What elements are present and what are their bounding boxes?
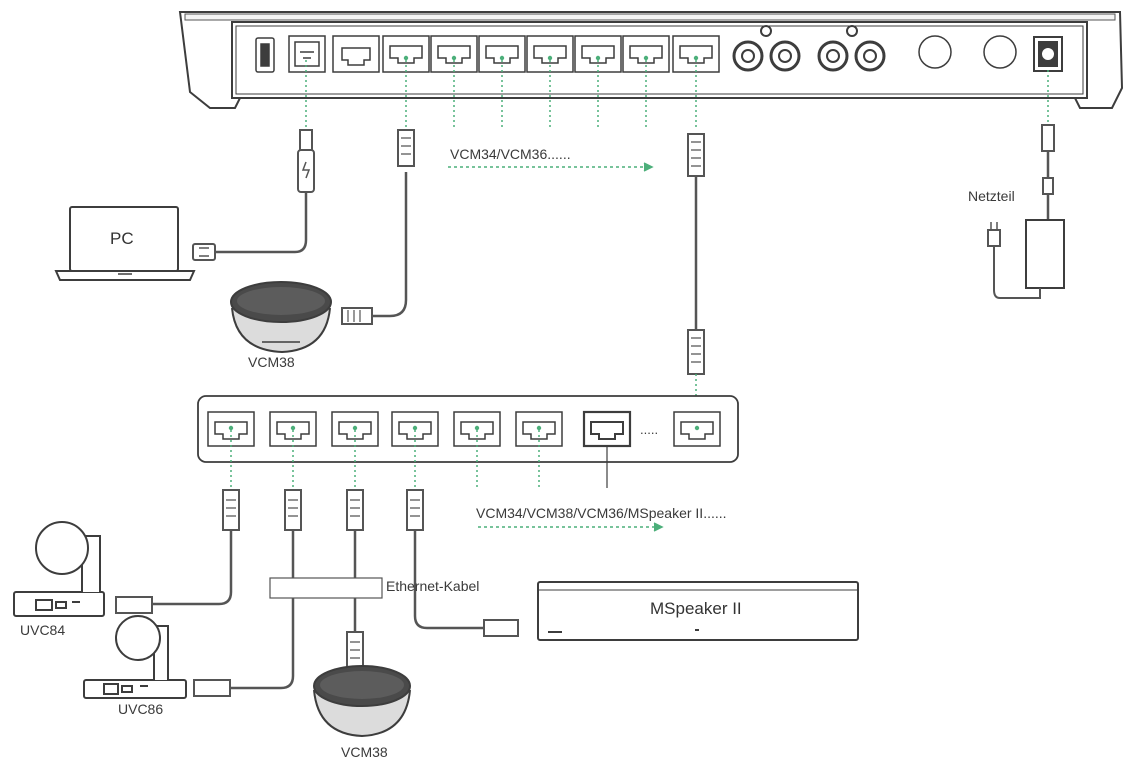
uvc86-cable bbox=[193, 530, 295, 697]
uvc86-label: UVC86 bbox=[118, 701, 164, 717]
lan-port bbox=[332, 35, 380, 73]
laptop bbox=[54, 206, 196, 281]
bottom-connectors bbox=[222, 489, 424, 531]
bottom-chain-arrow bbox=[478, 522, 664, 532]
ethernet-cable-label: Ethernet-Kabel bbox=[386, 578, 480, 594]
main-port-dots bbox=[403, 55, 699, 61]
uvc84-cable bbox=[115, 530, 233, 614]
main-unit bbox=[178, 11, 1124, 109]
uvc84-camera bbox=[13, 521, 105, 617]
mspeaker-device bbox=[537, 581, 859, 641]
hub-uplink-cable bbox=[687, 133, 705, 375]
vcm38-bottom-label: VCM38 bbox=[341, 744, 388, 760]
hub-port-stubs bbox=[230, 430, 540, 490]
vcm38-top-device bbox=[230, 281, 332, 354]
usb-b-port bbox=[288, 35, 326, 73]
bottom-connector-ribs bbox=[226, 499, 420, 517]
vcm38-top-label: VCM38 bbox=[248, 354, 295, 370]
bottom-chain-label: VCM34/VCM38/VCM36/MSpeaker II...... bbox=[476, 505, 727, 521]
hub-port-8 bbox=[673, 411, 721, 447]
top-chain-arrow bbox=[448, 162, 654, 172]
top-chain-label: VCM34/VCM36...... bbox=[450, 146, 571, 162]
audio-jacks bbox=[732, 25, 1017, 72]
usb-a-port bbox=[255, 37, 275, 73]
dc-power-jack bbox=[1033, 36, 1063, 72]
vcm38-top-cable bbox=[341, 129, 415, 325]
power-supply bbox=[987, 124, 1065, 299]
ethernet-cable-bracket bbox=[269, 577, 383, 599]
mspeaker-cable bbox=[413, 530, 519, 637]
hub-ellipsis-label: ..... bbox=[640, 422, 659, 437]
uvc86-camera bbox=[83, 615, 187, 699]
uvc84-label: UVC84 bbox=[20, 622, 66, 638]
usb-cable bbox=[192, 129, 315, 261]
vcm38-bottom-cable bbox=[346, 530, 364, 673]
pc-label: PC bbox=[110, 229, 134, 248]
mspeaker-label: MSpeaker II bbox=[650, 599, 742, 618]
vcm38-bottom-device bbox=[313, 665, 411, 738]
power-supply-label: Netzteil bbox=[968, 188, 1015, 204]
main-port-stubs bbox=[305, 60, 1049, 130]
hub-port-dots bbox=[228, 425, 700, 431]
